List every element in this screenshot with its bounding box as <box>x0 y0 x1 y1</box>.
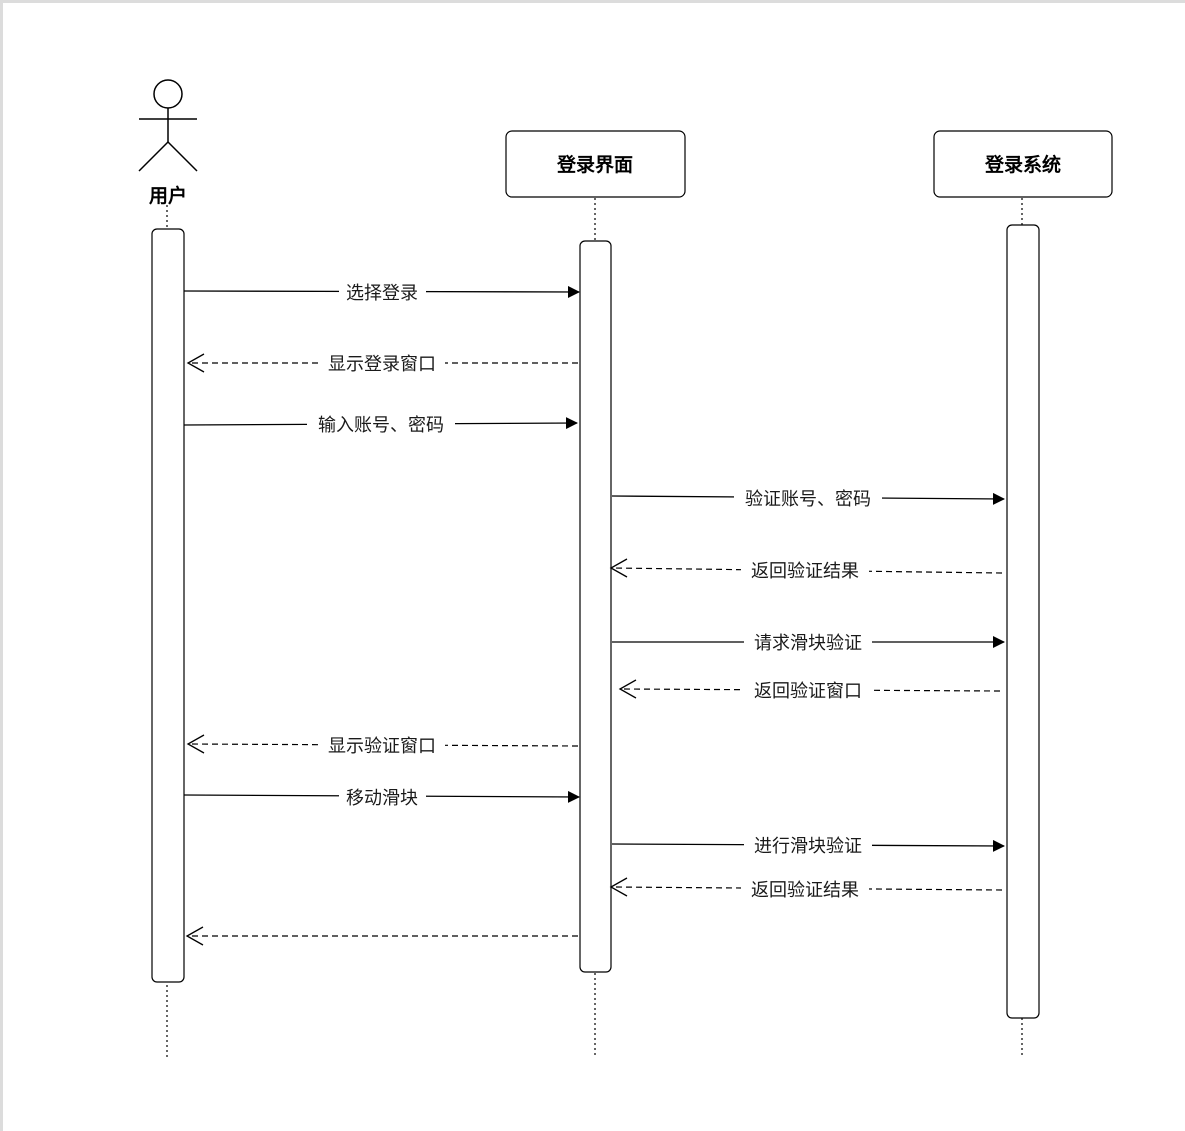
label-bg <box>318 733 445 757</box>
open-arrowhead <box>618 679 637 699</box>
frame-top-border <box>0 0 1185 3</box>
message-label: 移动滑块 <box>346 788 418 809</box>
message-label: 输入账号、密码 <box>318 415 444 436</box>
participant-box-sys <box>933 130 1113 198</box>
message-label: 返回验证窗口 <box>754 681 862 702</box>
message-10: 进行滑块验证 <box>611 833 1005 857</box>
open-arrowhead <box>609 877 628 897</box>
open-arrowhead <box>185 926 204 946</box>
message-5: 返回验证结果 <box>609 558 1003 582</box>
frame-left-border <box>0 0 3 1131</box>
activation-bar-sys <box>1006 224 1040 1019</box>
open-arrowhead <box>186 734 205 754</box>
message-3: 输入账号、密码 <box>183 412 578 436</box>
message-7: 返回验证窗口 <box>618 678 1001 702</box>
actor-label: 用户 <box>149 184 187 207</box>
participant-label-ui: 登录界面 <box>556 153 633 176</box>
open-arrowhead <box>609 558 628 578</box>
message-8: 显示验证窗口 <box>186 733 579 757</box>
message-11: 返回验证结果 <box>609 877 1003 901</box>
message-label: 验证账号、密码 <box>745 489 871 510</box>
participant-label-sys: 登录系统 <box>984 153 1061 176</box>
message-2: 显示登录窗口 <box>186 351 578 375</box>
message-6: 请求滑块验证 <box>612 630 1005 654</box>
label-bg <box>744 630 872 654</box>
message-label: 显示登录窗口 <box>328 354 436 375</box>
message-label: 返回验证结果 <box>751 880 859 901</box>
label-bg <box>339 280 426 304</box>
label-bg <box>307 412 455 436</box>
message-label: 返回验证结果 <box>751 561 859 582</box>
open-arrowhead <box>186 353 205 373</box>
activation-bar-user <box>151 228 185 983</box>
label-bg <box>741 877 869 901</box>
label-bg <box>339 785 426 809</box>
participant-box-ui <box>505 130 686 198</box>
label-bg <box>318 351 445 375</box>
label-bg <box>744 833 872 857</box>
message-label: 选择登录 <box>346 283 418 304</box>
label-bg <box>734 486 882 510</box>
message-label: 请求滑块验证 <box>754 633 862 654</box>
message-label: 显示验证窗口 <box>328 736 436 757</box>
message-9: 移动滑块 <box>183 785 580 809</box>
actor-icon <box>138 79 198 172</box>
message-4: 验证账号、密码 <box>611 486 1005 510</box>
label-bg <box>741 558 869 582</box>
message-1: 选择登录 <box>183 280 580 304</box>
activation-bar-ui <box>579 240 612 973</box>
message-12 <box>185 926 578 946</box>
message-label: 进行滑块验证 <box>754 836 862 857</box>
label-bg <box>744 678 872 702</box>
